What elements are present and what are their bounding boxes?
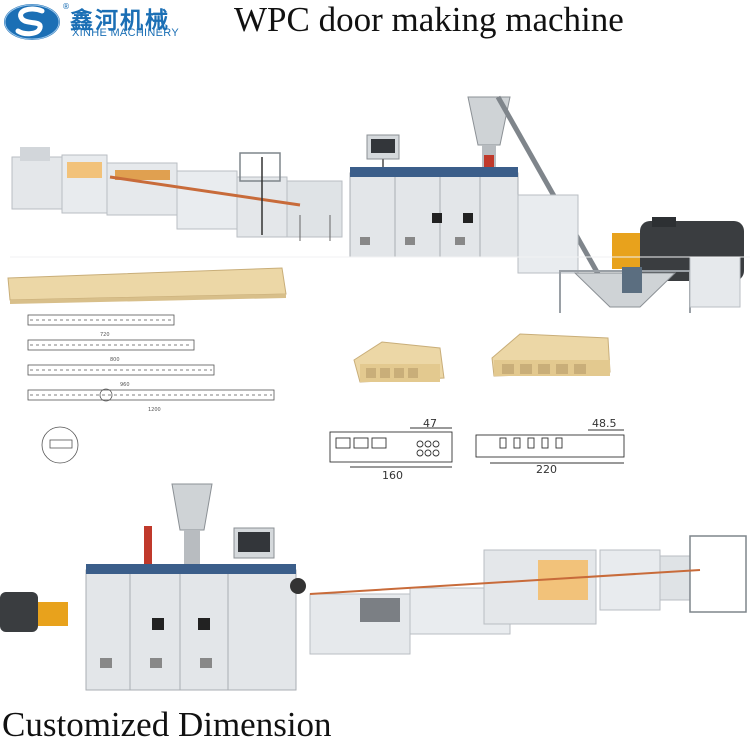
header: ® 鑫河机械 XINHE MACHINERY WPC door making m… <box>0 0 750 48</box>
profile-b-depth: 48.5 <box>592 417 617 430</box>
brand-name-chinese: 鑫河机械 <box>70 8 170 34</box>
main-extruder <box>349 95 744 313</box>
profile-a-photo <box>353 341 445 383</box>
footer-caption: Customized Dimension <box>2 705 332 744</box>
wpc-door-plank <box>7 267 287 304</box>
extrusion-line-photo-top <box>10 95 750 313</box>
profile-a-width: 160 <box>382 469 403 480</box>
dim-label-3: 960 <box>120 382 130 388</box>
profile-a-drawing <box>329 427 453 468</box>
dim-label-1: 720 <box>100 332 110 338</box>
extrusion-line-photo-bottom <box>0 483 747 691</box>
profile-a-depth: 47 <box>423 417 437 430</box>
profile-b-width: 220 <box>536 463 557 476</box>
page-title: WPC door making machine <box>234 0 624 39</box>
xinhe-logo-icon <box>4 4 60 40</box>
profile-b-photo <box>491 333 611 377</box>
small-profile-sketches <box>27 314 275 464</box>
bottom-downstream-units <box>309 535 747 655</box>
dim-label-2: 800 <box>110 357 120 363</box>
brand-name-english: XINHE MACHINERY <box>72 27 179 39</box>
registered-mark: ® <box>62 2 70 11</box>
profile-drawings: 720 800 960 1200 47 160 <box>7 267 625 480</box>
bottom-extruder <box>0 483 306 691</box>
profile-b-drawing <box>475 429 625 464</box>
dim-label-4: 1200 <box>148 407 161 413</box>
downstream-units <box>11 147 343 241</box>
